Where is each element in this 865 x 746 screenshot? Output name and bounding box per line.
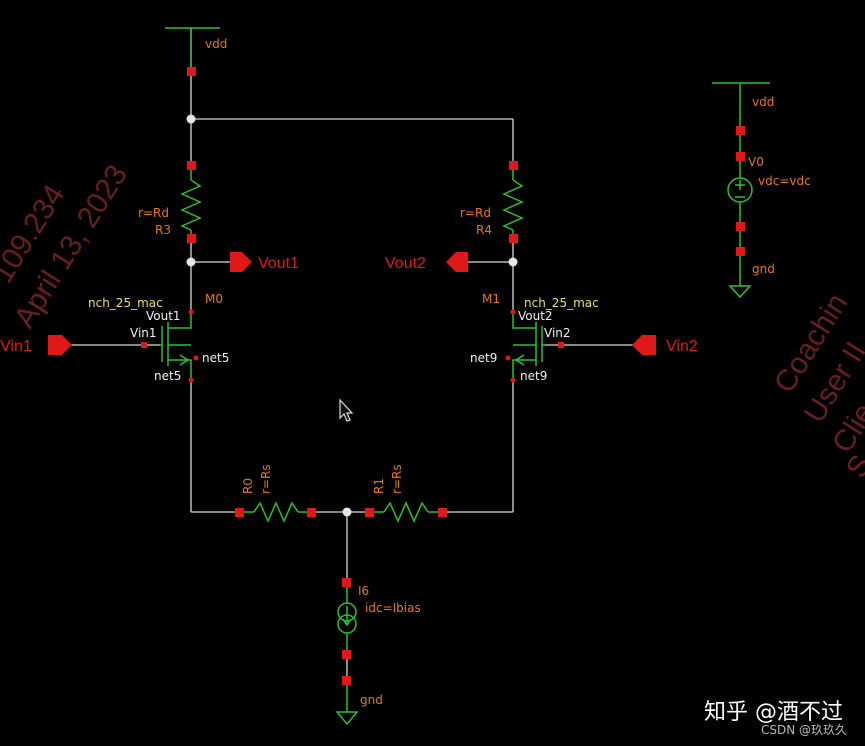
r4-name: R4 — [476, 223, 492, 237]
m0-name: M0 — [205, 292, 223, 306]
m1-source-net: net9 — [520, 369, 547, 383]
vdd-symbol-main[interactable] — [165, 27, 220, 70]
v0-name: V0 — [748, 155, 764, 169]
resistor-r1[interactable] — [370, 501, 442, 523]
vdd-symbol-v0[interactable] — [712, 82, 770, 130]
r3-param: r=Rd — [138, 206, 169, 220]
m1-drain-net: Vout2 — [518, 309, 553, 323]
m0-model: nch_25_mac — [88, 296, 163, 310]
i6-name: I6 — [358, 584, 369, 598]
resistor-r3[interactable] — [180, 166, 202, 238]
r3-name: R3 — [155, 223, 171, 237]
vin1-pin[interactable] — [48, 335, 72, 355]
vdd-label: vdd — [205, 37, 227, 51]
m1-body-net: net9 — [470, 351, 497, 365]
watermark-text: S — [840, 449, 865, 483]
wires[interactable] — [70, 28, 634, 680]
i6-param: idc=Ibias — [365, 601, 421, 615]
v0-param: vdc=vdc — [758, 174, 811, 188]
r0-name: R0 — [241, 478, 255, 494]
vin1-pin-label: Vin1 — [0, 338, 32, 355]
gnd-symbol-v0[interactable] — [728, 252, 752, 299]
r0-param: r=Rs — [259, 464, 273, 494]
gnd-label: gnd — [360, 693, 383, 707]
m0-body-net: net5 — [202, 351, 229, 365]
terminal-dots — [188, 309, 516, 383]
vdd-label-v0: vdd — [752, 95, 774, 109]
m1-gate-net: Vin2 — [544, 326, 571, 340]
vout1-pin-label: Vout1 — [258, 255, 299, 272]
r4-param: r=Rd — [460, 206, 491, 220]
resistor-r0[interactable] — [240, 501, 312, 523]
gnd-symbol-main[interactable] — [335, 680, 359, 726]
mouse-cursor-icon — [339, 398, 354, 422]
pin-squares — [141, 67, 745, 685]
transistor-m1[interactable] — [512, 312, 545, 380]
resistor-r4[interactable] — [502, 166, 524, 238]
voltage-source-v0[interactable] — [727, 130, 753, 252]
vout2-pin-label: Vout2 — [385, 255, 426, 272]
gnd-label-v0: gnd — [752, 262, 775, 276]
r1-name: R1 — [372, 478, 386, 494]
vout1-pin[interactable] — [230, 252, 252, 272]
junction-dots — [186, 114, 518, 517]
m1-model: nch_25_mac — [524, 296, 599, 310]
transistor-m0[interactable] — [160, 312, 192, 380]
m0-drain-net: Vout1 — [146, 309, 181, 323]
watermark-right: Coachin User II Clie S — [768, 288, 865, 484]
m1-name: M1 — [482, 292, 500, 306]
brand-watermark: 知乎 @酒不过 — [704, 700, 843, 725]
vout2-pin[interactable] — [446, 252, 468, 272]
r1-param: r=Rs — [390, 464, 404, 494]
m0-gate-net: Vin1 — [130, 326, 157, 340]
vin2-pin[interactable] — [632, 335, 656, 355]
current-source-i6[interactable] — [337, 582, 357, 654]
m0-source-net: net5 — [154, 369, 181, 383]
brand-subtitle: CSDN @玖玖久 — [760, 723, 847, 737]
vin2-pin-label: Vin2 — [666, 338, 698, 355]
